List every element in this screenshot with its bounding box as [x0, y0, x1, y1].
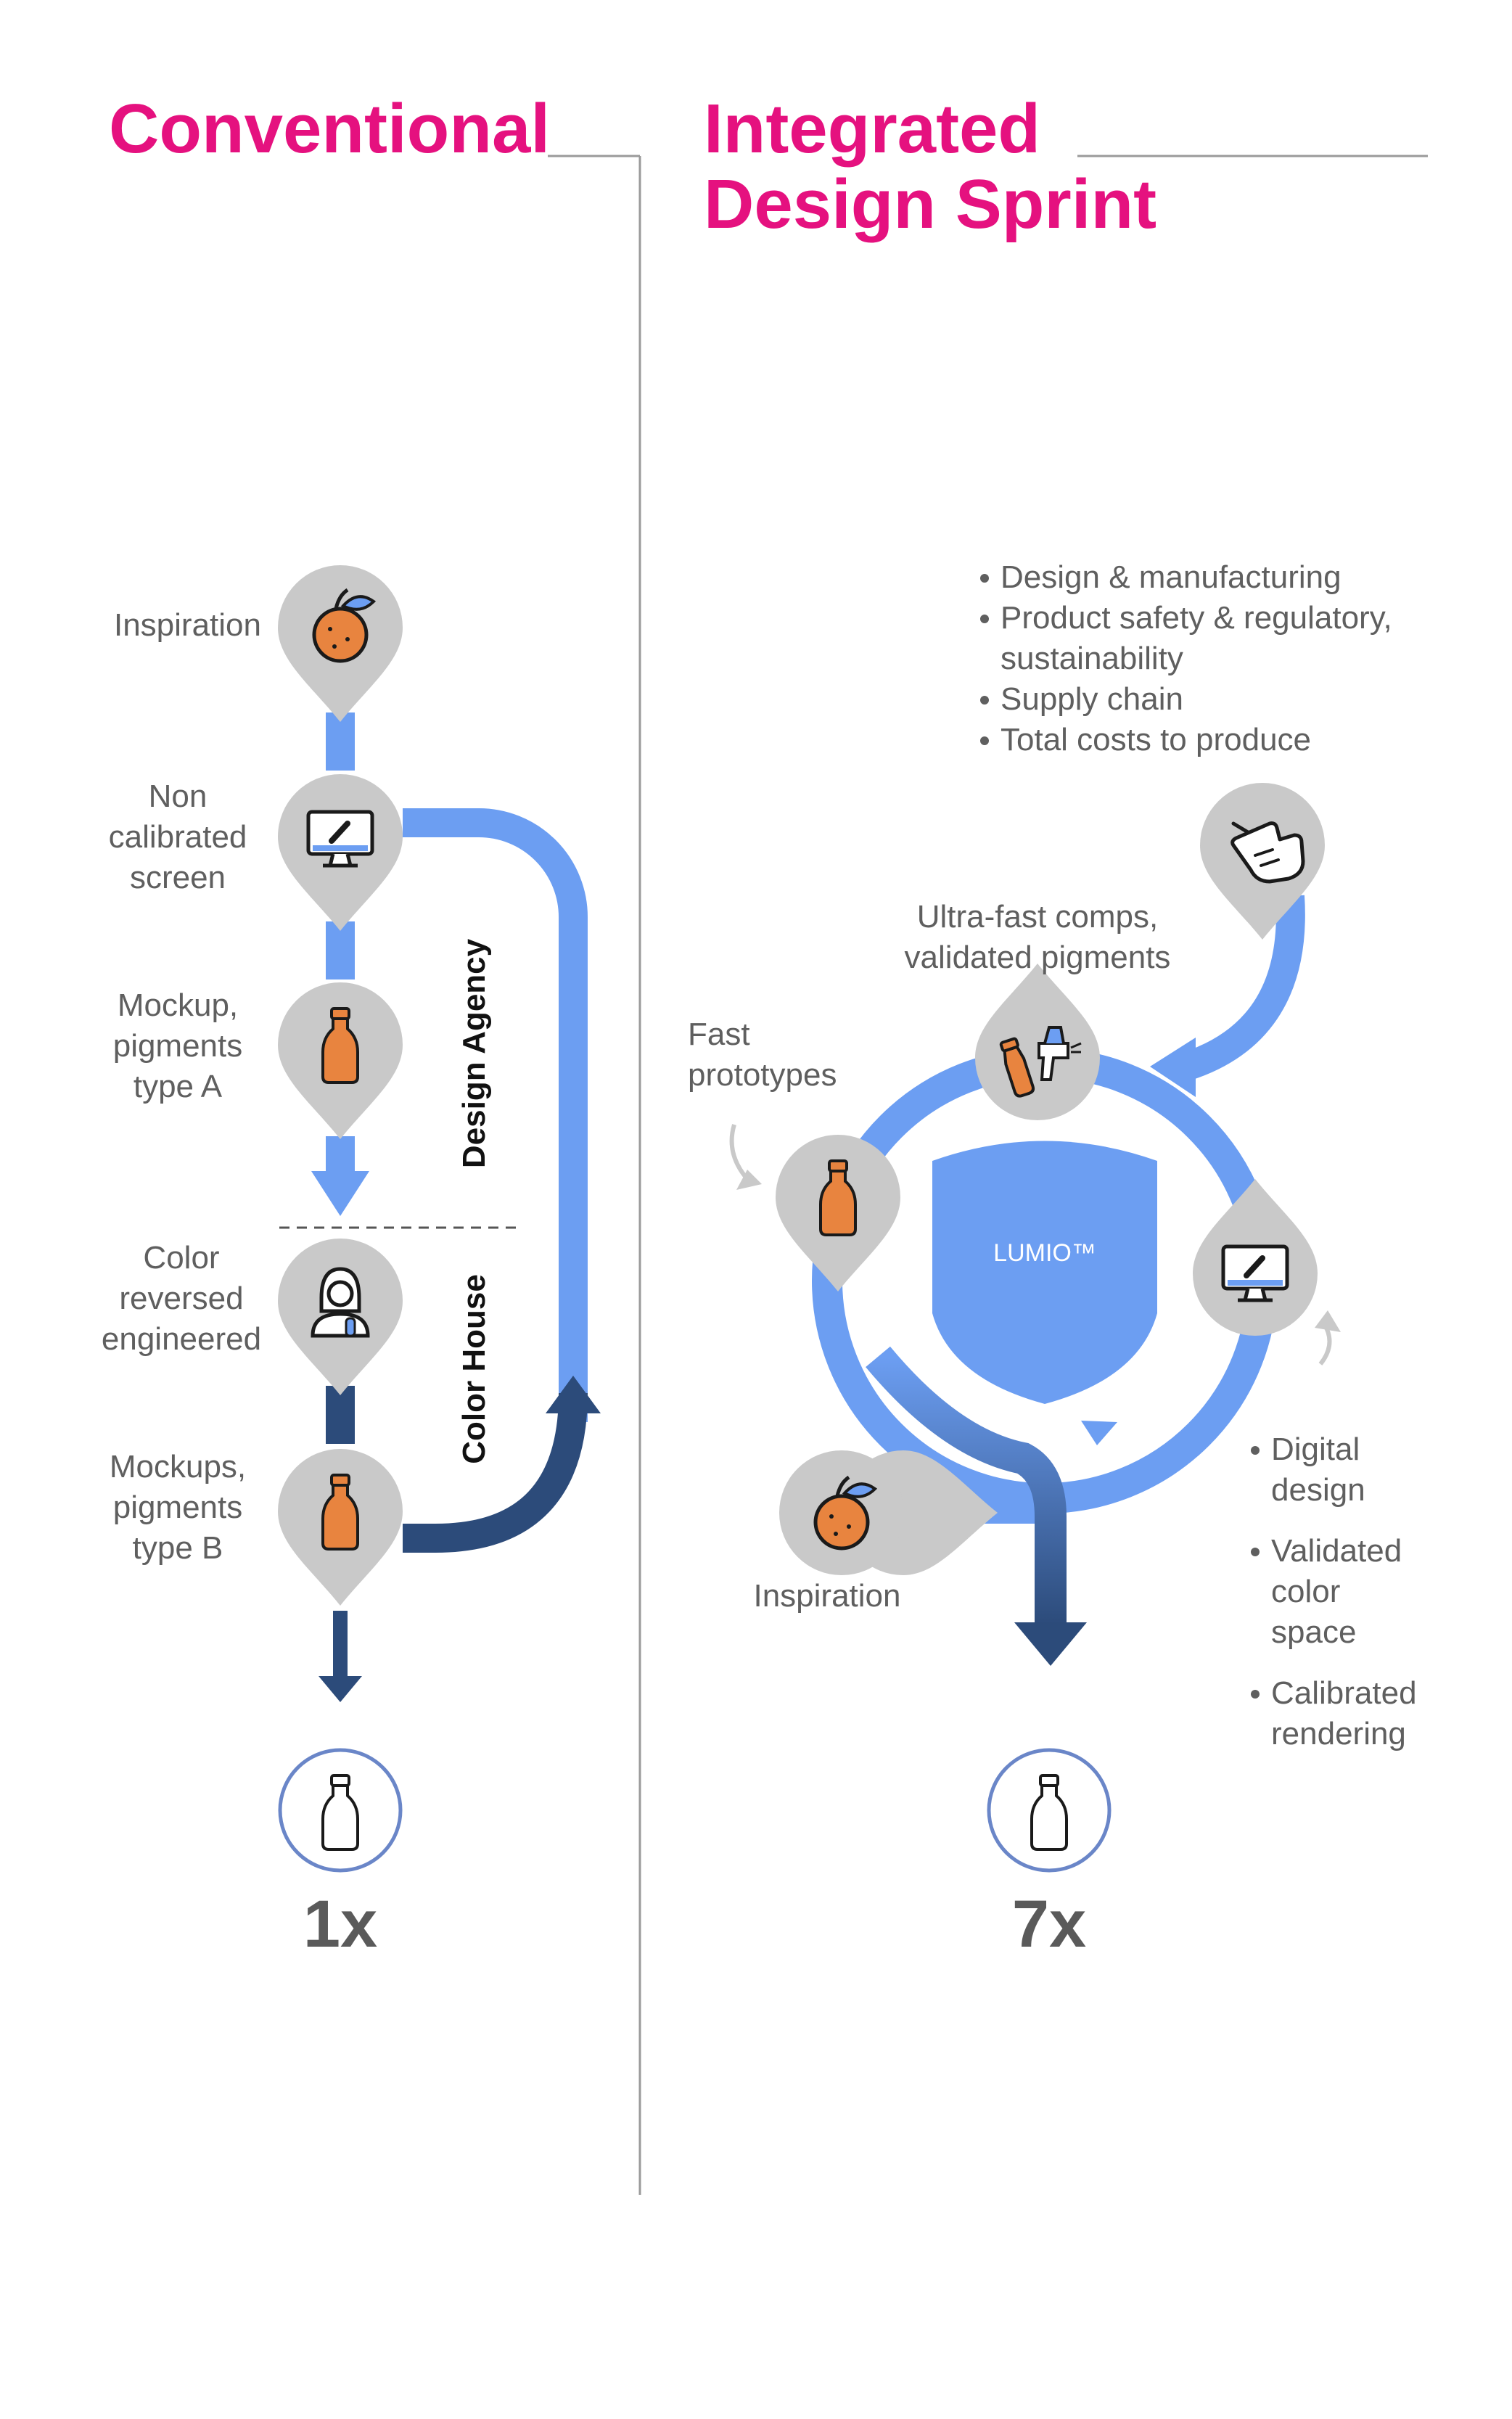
connector-1	[326, 712, 355, 771]
result-conventional: 1x	[303, 1887, 378, 1961]
lumio-label: LUMIO™	[993, 1239, 1096, 1267]
step-label-inspiration: Inspiration	[113, 607, 261, 643]
zone-label-color-house: Color House	[456, 1274, 492, 1464]
step-label-screen: Non calibrated screen	[108, 779, 247, 895]
pin-mockup-b	[278, 1449, 403, 1606]
pin-color-house	[278, 1239, 403, 1395]
exit-arrowhead	[1014, 1622, 1087, 1666]
loop-arrowhead	[1081, 1421, 1117, 1445]
connector-3	[326, 1136, 355, 1172]
considerations-list: Design & manufacturing Product safety & …	[976, 557, 1484, 760]
arrow-down-dark	[319, 1676, 362, 1702]
considerations-arrowhead	[1150, 1038, 1196, 1097]
inspiration-label-integrated: Inspiration	[753, 1578, 901, 1614]
considerations-feed	[1181, 895, 1305, 1081]
integrated-pins	[776, 783, 1325, 1575]
pointer-prototypes	[729, 1124, 749, 1180]
integrated-result	[987, 1748, 1112, 1873]
pin-screen	[278, 774, 403, 931]
connector-5	[333, 1611, 348, 1679]
title-conventional: Conventional	[109, 90, 551, 168]
zone-label-design-agency: Design Agency	[456, 938, 492, 1168]
color-house-return	[403, 1392, 588, 1553]
step-label-mockup-a: Mockup, pigments type A	[112, 987, 243, 1104]
step-label-color-house: Color reversed engineered	[101, 1240, 262, 1357]
lumio-shield	[932, 1141, 1157, 1404]
divider-lines	[548, 155, 1428, 2195]
consideration-item: Product safety & regulatory,sustainabili…	[976, 598, 1484, 679]
connector-4	[326, 1386, 355, 1444]
consideration-item: Total costs to produce	[976, 720, 1484, 760]
comps-label: Ultra-fast comps, validated pigments	[904, 899, 1171, 975]
pin-prototypes	[776, 1135, 900, 1291]
title-integrated-line2: Design Sprint	[704, 165, 1157, 243]
connector-2	[326, 921, 355, 979]
sprint-exit	[866, 1346, 1067, 1625]
conventional-result	[278, 1748, 403, 1873]
arrow-up-dark	[546, 1376, 601, 1413]
pin-mockup-a	[278, 982, 403, 1139]
title-integrated-line1: Integrated	[704, 90, 1041, 168]
conventional-pins	[278, 565, 403, 1606]
arrow-down-light	[311, 1171, 369, 1216]
pin-considerations	[1200, 783, 1325, 940]
prototypes-label: Fast prototypes	[688, 1017, 837, 1093]
consideration-item: Supply chain	[976, 679, 1484, 720]
result-integrated: 7x	[1011, 1887, 1087, 1961]
consideration-item: Design & manufacturing	[976, 557, 1484, 598]
step-label-mockup-b: Mockups, pigments type B	[109, 1449, 247, 1566]
pointer-digital	[1318, 1326, 1332, 1365]
design-agency-loop	[403, 808, 588, 1422]
conventional-flow	[279, 712, 601, 1702]
pin-inspiration	[278, 565, 403, 722]
